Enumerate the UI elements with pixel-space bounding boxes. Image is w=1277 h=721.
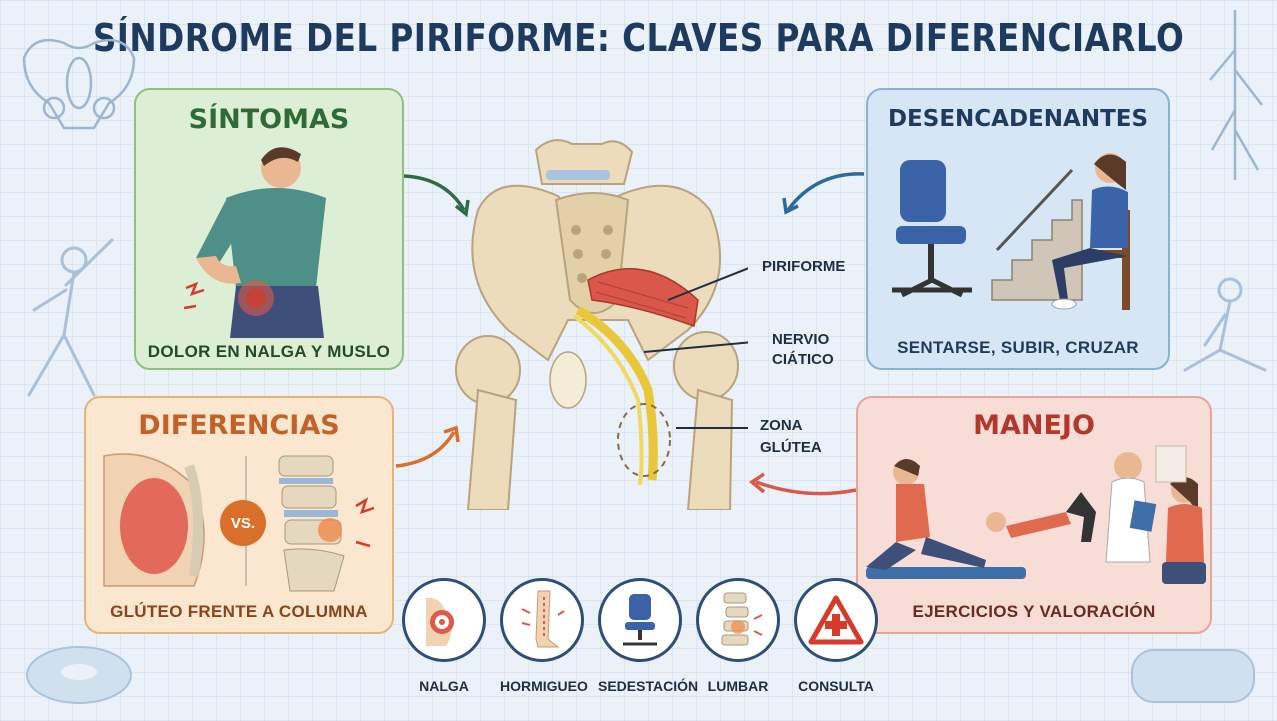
buttock-target-icon [426, 597, 454, 646]
leg-tingling-icon [521, 590, 565, 648]
diferencias-caption: GLÚTEO FRENTE A COLUMNA [110, 602, 368, 621]
icon-legend: NALGA HORMIGUEO SEDESTACIÓN [402, 578, 882, 718]
diferencias-card: DIFERENCIAS VS. GLÚTEO FRENTE A COLUMNA [84, 396, 394, 634]
manejo-title: MANEJO [973, 410, 1095, 441]
spine-lumbar-icon [721, 592, 763, 646]
gluteus-vs-spine-illustration [103, 453, 375, 592]
zona-label-line2: GLÚTEA [760, 439, 822, 456]
man-holding-buttock-illustration [183, 147, 326, 338]
sitting-figure-decoration [1183, 277, 1267, 372]
desencadenantes-caption: SENTARSE, SUBIR, CRUZAR [897, 338, 1139, 357]
sintomas-card: SÍNTOMAS DOLOR EN NALGA Y MUSLO [134, 88, 404, 370]
nerve-branch-decoration [1209, 10, 1263, 180]
zona-label-line1: ZONA [760, 417, 803, 434]
icon-label: NALGA [419, 678, 469, 694]
arrow-diferencias [395, 425, 460, 468]
icon-item-sedestacion: SEDESTACIÓN [598, 578, 699, 694]
manejo-card: MANEJO EJERCICIOS Y VALORACIÓN [856, 396, 1212, 634]
piriforme-label: PIRIFORME [762, 258, 846, 275]
vs-text: VS. [230, 514, 256, 532]
exercises-and-doctor-illustration [866, 445, 1206, 584]
medical-warning-icon [808, 595, 864, 645]
arrow-sintomas [403, 174, 470, 218]
desencadenantes-title: DESENCADENANTES [887, 106, 1149, 132]
nervio-label-line1: NERVIO [772, 331, 830, 348]
nervio-label-line2: CIÁTICO [772, 351, 834, 368]
desencadenantes-card: DESENCADENANTES SENTARSE, SUBIR, CRUZAR [866, 88, 1170, 370]
icon-label: LUMBAR [707, 678, 769, 694]
stretching-figure-decoration [27, 238, 114, 397]
cushion-left-decoration [26, 646, 132, 704]
icon-item-consulta: CONSULTA [794, 578, 878, 694]
sintomas-title: SÍNTOMAS [188, 104, 350, 135]
pelvis-outline-decoration [22, 38, 136, 130]
icon-item-hormigueo: HORMIGUEO [500, 578, 588, 694]
chair-stairs-sitting-illustration [892, 153, 1130, 310]
manejo-caption: EJERCICIOS Y VALORACIÓN [912, 602, 1156, 621]
pelvis-anatomy-illustration [455, 139, 748, 510]
sintomas-caption: DOLOR EN NALGA Y MUSLO [147, 342, 391, 361]
icon-label: CONSULTA [798, 678, 874, 694]
diferencias-title: DIFERENCIAS [138, 410, 340, 441]
icon-label: SEDESTACIÓN [598, 678, 699, 694]
vs-badge: VS. [220, 500, 266, 546]
arrow-manejo [749, 472, 857, 496]
icon-item-lumbar: LUMBAR [696, 578, 780, 694]
icon-label: HORMIGUEO [500, 678, 588, 694]
arrow-desencadenantes [782, 172, 865, 215]
office-chair-icon [623, 594, 657, 646]
cushion-right-decoration [1131, 649, 1255, 703]
page-title: SÍNDROME DEL PIRIFORME: CLAVES PARA DIFE… [92, 16, 1185, 60]
icon-item-nalga: NALGA [402, 578, 486, 694]
